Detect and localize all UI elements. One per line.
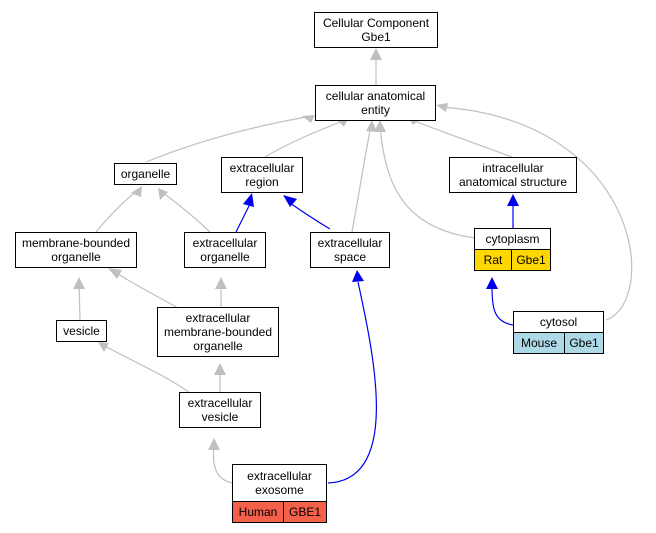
node-label: anatomical structure	[458, 175, 568, 189]
edge-region-to-cae	[264, 119, 346, 158]
node-label: organelle	[120, 167, 171, 181]
species-cell: Mouse	[514, 333, 564, 353]
node-organelle[interactable]: organelle	[114, 163, 177, 185]
node-label: extracellular	[192, 236, 258, 250]
edge-space-to-cae	[351, 125, 372, 233]
edge-organelle-to-cae	[145, 115, 313, 163]
annotation-badge-cytoplasm: Rat Gbe1	[474, 249, 551, 271]
edge-space-to-region	[289, 202, 331, 230]
node-label: extracellular	[247, 469, 312, 483]
edge-embo-to-mbo	[114, 271, 179, 309]
edge-ev-to-vesicle	[102, 344, 191, 394]
node-label: organelle	[200, 250, 250, 264]
node-label: entity	[361, 103, 390, 117]
annotation-badge-extracellular-exosome: Human GBE1	[232, 501, 327, 523]
node-label: organelle	[51, 250, 101, 264]
edge-cytosol-to-cytoplasm	[491, 287, 514, 326]
edge-cytosol-to-cae	[439, 106, 633, 321]
edge-cytoplasm-to-cae	[379, 125, 476, 239]
edge-eo-to-organelle	[162, 192, 211, 233]
edge-intra-to-cae	[411, 119, 513, 158]
node-label: Gbe1	[361, 30, 391, 44]
species-cell: Rat	[475, 250, 511, 270]
gene-cell: Gbe1	[564, 333, 603, 353]
node-label: membrane-bounded	[21, 236, 131, 250]
annotation-badge-cytosol: Mouse Gbe1	[513, 332, 604, 354]
node-label: cytoplasm	[485, 232, 540, 246]
node-label: extracellular	[317, 236, 383, 250]
node-cytosol[interactable]: cytosol	[513, 311, 604, 333]
edge-exosome-to-ev	[212, 444, 234, 484]
node-label: Cellular Component	[322, 16, 430, 30]
node-label: extracellular	[187, 396, 253, 410]
node-label: vesicle	[201, 410, 239, 424]
node-label: organelle	[193, 339, 243, 353]
species-cell: Human	[233, 502, 283, 522]
node-label: region	[245, 175, 279, 189]
gene-cell: GBE1	[283, 502, 326, 522]
edge-exosome-to-space	[327, 281, 377, 484]
node-cytoplasm[interactable]: cytoplasm	[474, 228, 551, 250]
node-label: extracellular	[185, 311, 251, 325]
gene-cell: Gbe1	[511, 250, 550, 270]
node-label: space	[333, 250, 366, 264]
node-label: cellular anatomical	[325, 89, 426, 103]
node-label: exosome	[255, 483, 304, 497]
node-label: intracellular	[482, 161, 544, 175]
node-label: cytosol	[539, 315, 578, 329]
node-label: extracellular	[229, 161, 295, 175]
edge-mbo-to-organelle	[95, 189, 139, 233]
node-label: membrane-bounded	[163, 325, 273, 339]
edge-eo-to-region	[235, 203, 251, 233]
node-vesicle[interactable]: vesicle	[56, 320, 107, 342]
node-label: vesicle	[63, 324, 100, 338]
